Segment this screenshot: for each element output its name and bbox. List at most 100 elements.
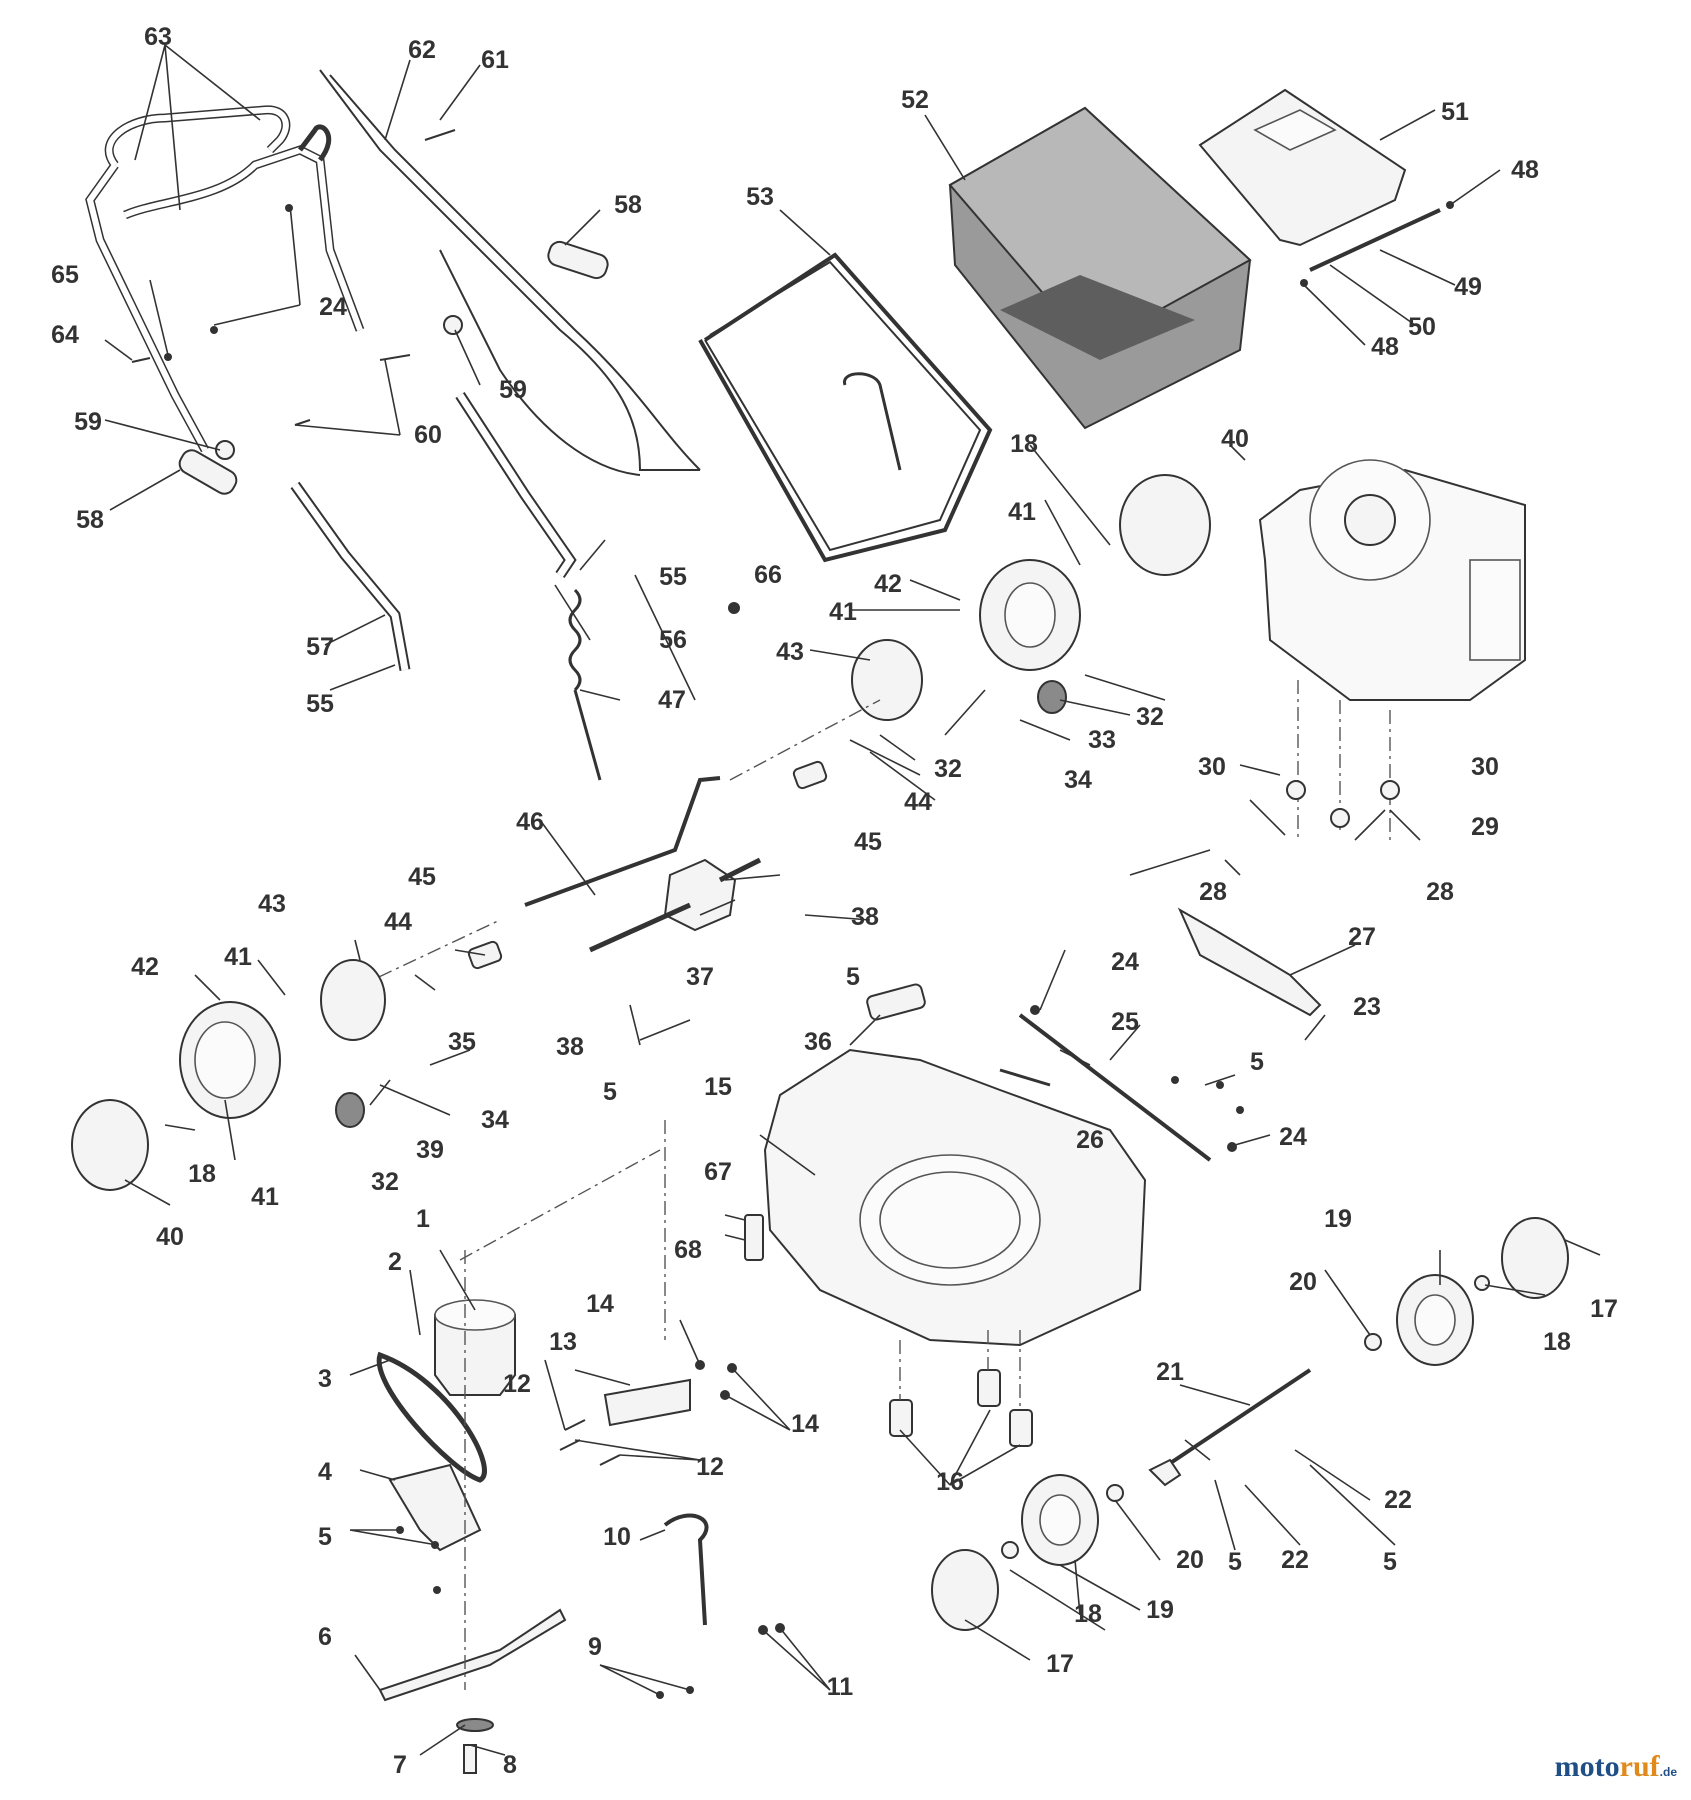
callout-32-upper-right: 32 <box>1136 703 1164 731</box>
hub-43-left <box>320 959 386 1041</box>
callout-41-upper-top: 41 <box>1008 498 1036 526</box>
callout-15: 15 <box>704 1073 732 1101</box>
callout-44-lower: 44 <box>384 908 412 936</box>
gear-33-upper <box>1037 680 1067 714</box>
callout-43-lower: 43 <box>258 890 286 918</box>
callout-1: 1 <box>416 1205 430 1233</box>
callout-2: 2 <box>388 1248 402 1276</box>
callout-26: 26 <box>1076 1126 1104 1154</box>
callout-53: 53 <box>746 183 774 211</box>
clip-10-plate-13 <box>603 1378 709 1626</box>
callout-14-top: 14 <box>586 1290 614 1318</box>
callout-28-right: 28 <box>1426 878 1454 906</box>
callout-34-upper: 34 <box>1064 766 1092 794</box>
callout-33: 33 <box>1088 726 1116 754</box>
callout-22-left: 22 <box>1281 1546 1309 1574</box>
callout-5-blade: 5 <box>318 1523 332 1551</box>
callout-43-upper: 43 <box>776 638 804 666</box>
callout-57: 57 <box>306 633 334 661</box>
callout-14-right: 14 <box>791 1410 819 1438</box>
blade-6 <box>378 1608 567 1702</box>
cable-62 <box>319 69 701 476</box>
callout-40-upper: 40 <box>1221 425 1249 453</box>
knobs-59 <box>215 315 463 460</box>
callout-34-lower: 34 <box>481 1106 509 1134</box>
deck-15 <box>763 1048 1147 1347</box>
callout-39: 39 <box>416 1136 444 1164</box>
rear-rod-25-26 <box>999 1013 1212 1162</box>
callout-32-lower: 32 <box>371 1168 399 1196</box>
bushing-45 <box>467 760 828 970</box>
callout-47: 47 <box>658 686 686 714</box>
callout-27: 27 <box>1348 923 1376 951</box>
callout-12-left: 12 <box>503 1370 531 1398</box>
callout-49: 49 <box>1454 273 1482 301</box>
rear-flap-27 <box>1177 907 1322 1017</box>
callout-45-lower: 45 <box>408 863 436 891</box>
callout-24-handle: 24 <box>319 293 347 321</box>
callout-60: 60 <box>414 421 442 449</box>
callout-65: 65 <box>51 261 79 289</box>
callout-55-upper: 55 <box>659 563 687 591</box>
callout-52: 52 <box>901 86 929 114</box>
callout-13: 13 <box>549 1328 577 1356</box>
callout-38-left: 38 <box>556 1033 584 1061</box>
callout-59-lower: 59 <box>74 408 102 436</box>
callout-41-lower-top: 41 <box>224 943 252 971</box>
lower-handle-56 <box>455 392 577 579</box>
callout-22-right: 22 <box>1384 1486 1412 1514</box>
screws-60-61-64-65 <box>131 129 740 614</box>
grass-bag-52 <box>948 106 1252 430</box>
watermark-tld: .de <box>1659 1765 1677 1779</box>
callout-5-front-right: 5 <box>1383 1548 1397 1576</box>
callout-labels: 1 2 3 4 5 6 7 8 9 10 11 12 12 13 14 14 1… <box>51 23 1618 1779</box>
callout-17-right: 17 <box>1590 1295 1618 1323</box>
callout-24-bottom: 24 <box>1279 1123 1307 1151</box>
callout-21: 21 <box>1156 1358 1184 1386</box>
grass-bag-frame-53 <box>698 252 993 563</box>
callout-5-rear: 5 <box>1250 1048 1264 1076</box>
callout-18-front-right: 18 <box>1543 1328 1571 1356</box>
callout-18-rear-upper: 18 <box>1010 430 1038 458</box>
callout-17-left: 17 <box>1046 1650 1074 1678</box>
leader-lines <box>104 44 1601 1756</box>
engine-bolts-28-29-30 <box>1286 680 1400 840</box>
wheel-42-upper <box>979 559 1081 671</box>
wheel-42-left <box>179 1001 281 1119</box>
callout-48-bottom: 48 <box>1371 333 1399 361</box>
callout-56: 56 <box>659 626 687 654</box>
callout-4: 4 <box>318 1458 332 1486</box>
spacers-20-18 <box>1001 1275 1490 1559</box>
callout-41-lower-bottom: 41 <box>251 1183 279 1211</box>
watermark-part2: ruf <box>1619 1750 1660 1783</box>
callout-3: 3 <box>318 1365 332 1393</box>
callout-10: 10 <box>603 1523 631 1551</box>
callout-67: 67 <box>704 1158 732 1186</box>
callout-5-gearbox: 5 <box>846 963 860 991</box>
callout-5-front-left: 5 <box>1228 1548 1242 1576</box>
bracket-67 <box>744 1214 764 1261</box>
hubcap-17-left <box>931 1549 999 1631</box>
blade-adapter-2 <box>434 1299 516 1396</box>
callout-51: 51 <box>1441 98 1469 126</box>
callout-19-left: 19 <box>1146 1596 1174 1624</box>
hubcap-17-right <box>1501 1217 1569 1299</box>
cover-4 <box>388 1463 482 1552</box>
callout-40-lower: 40 <box>156 1223 184 1251</box>
callout-5-gearbox-left: 5 <box>603 1078 617 1106</box>
callout-16: 16 <box>936 1468 964 1496</box>
wheel-19-right <box>1396 1274 1474 1366</box>
hubcap-40-upper <box>1119 474 1211 576</box>
bag-cover-51 <box>1198 88 1407 247</box>
callout-64: 64 <box>51 321 79 349</box>
wheel-19-left <box>1021 1474 1099 1566</box>
belt-3 <box>376 1351 487 1483</box>
handle-clamps-58 <box>178 240 609 495</box>
callout-20-left: 20 <box>1176 1546 1204 1574</box>
spring-47 <box>568 588 602 781</box>
callout-48-top: 48 <box>1511 156 1539 184</box>
callout-59-upper: 59 <box>499 376 527 404</box>
callout-63: 63 <box>144 23 172 51</box>
callout-24-top: 24 <box>1111 948 1139 976</box>
